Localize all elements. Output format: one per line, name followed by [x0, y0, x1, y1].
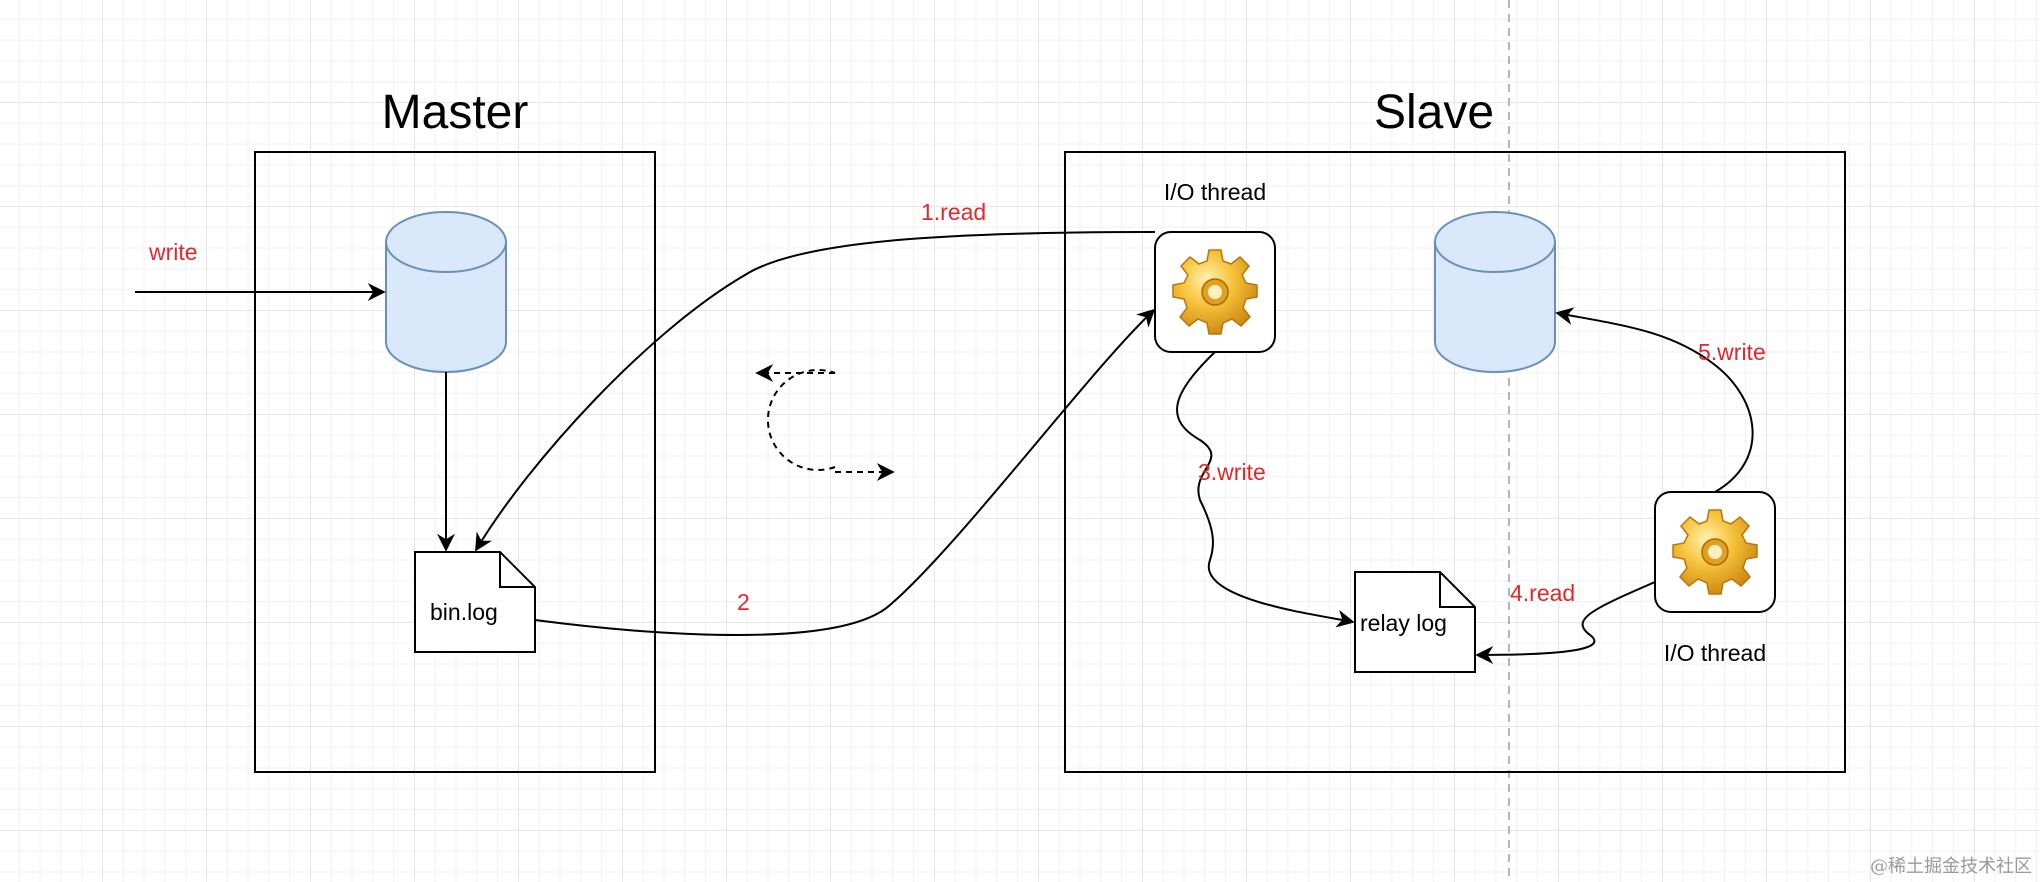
- master-title: Master: [382, 86, 529, 139]
- label-5-write: 5.write: [1698, 339, 1766, 365]
- arrow-2: [534, 308, 1156, 636]
- label-1-read: 1.read: [921, 199, 986, 225]
- gear-icon: [1172, 249, 1258, 335]
- master-box[interactable]: [254, 151, 656, 773]
- slave-title: Slave: [1374, 86, 1494, 139]
- arrow-5-write: [1555, 307, 1754, 493]
- binlog-label: bin.log: [430, 599, 498, 625]
- slave-database[interactable]: [1434, 211, 1556, 373]
- label-write-in: write: [148, 239, 198, 265]
- sync-cycle-icon: [755, 364, 895, 481]
- relaylog-document[interactable]: [1354, 571, 1476, 673]
- slave-box[interactable]: [1064, 151, 1846, 773]
- label-4-read: 4.read: [1510, 580, 1575, 606]
- relaylog-label: relay log: [1360, 610, 1447, 636]
- label-3-write: 3.write: [1198, 459, 1266, 485]
- watermark: @稀土掘金技术社区: [1870, 856, 2032, 877]
- arrow-3-write: [1176, 351, 1355, 628]
- arrow-4-read: [1475, 581, 1656, 664]
- master-database[interactable]: [385, 211, 507, 373]
- label-2: 2: [737, 589, 750, 615]
- io-thread-top[interactable]: [1154, 231, 1276, 353]
- binlog-document[interactable]: [414, 551, 536, 653]
- gear-icon: [1672, 509, 1758, 595]
- io-thread-bottom[interactable]: [1654, 491, 1776, 613]
- arrow-1-read: [475, 231, 1156, 552]
- io-thread-bottom-label: I/O thread: [1664, 640, 1766, 666]
- io-thread-top-label: I/O thread: [1164, 179, 1266, 205]
